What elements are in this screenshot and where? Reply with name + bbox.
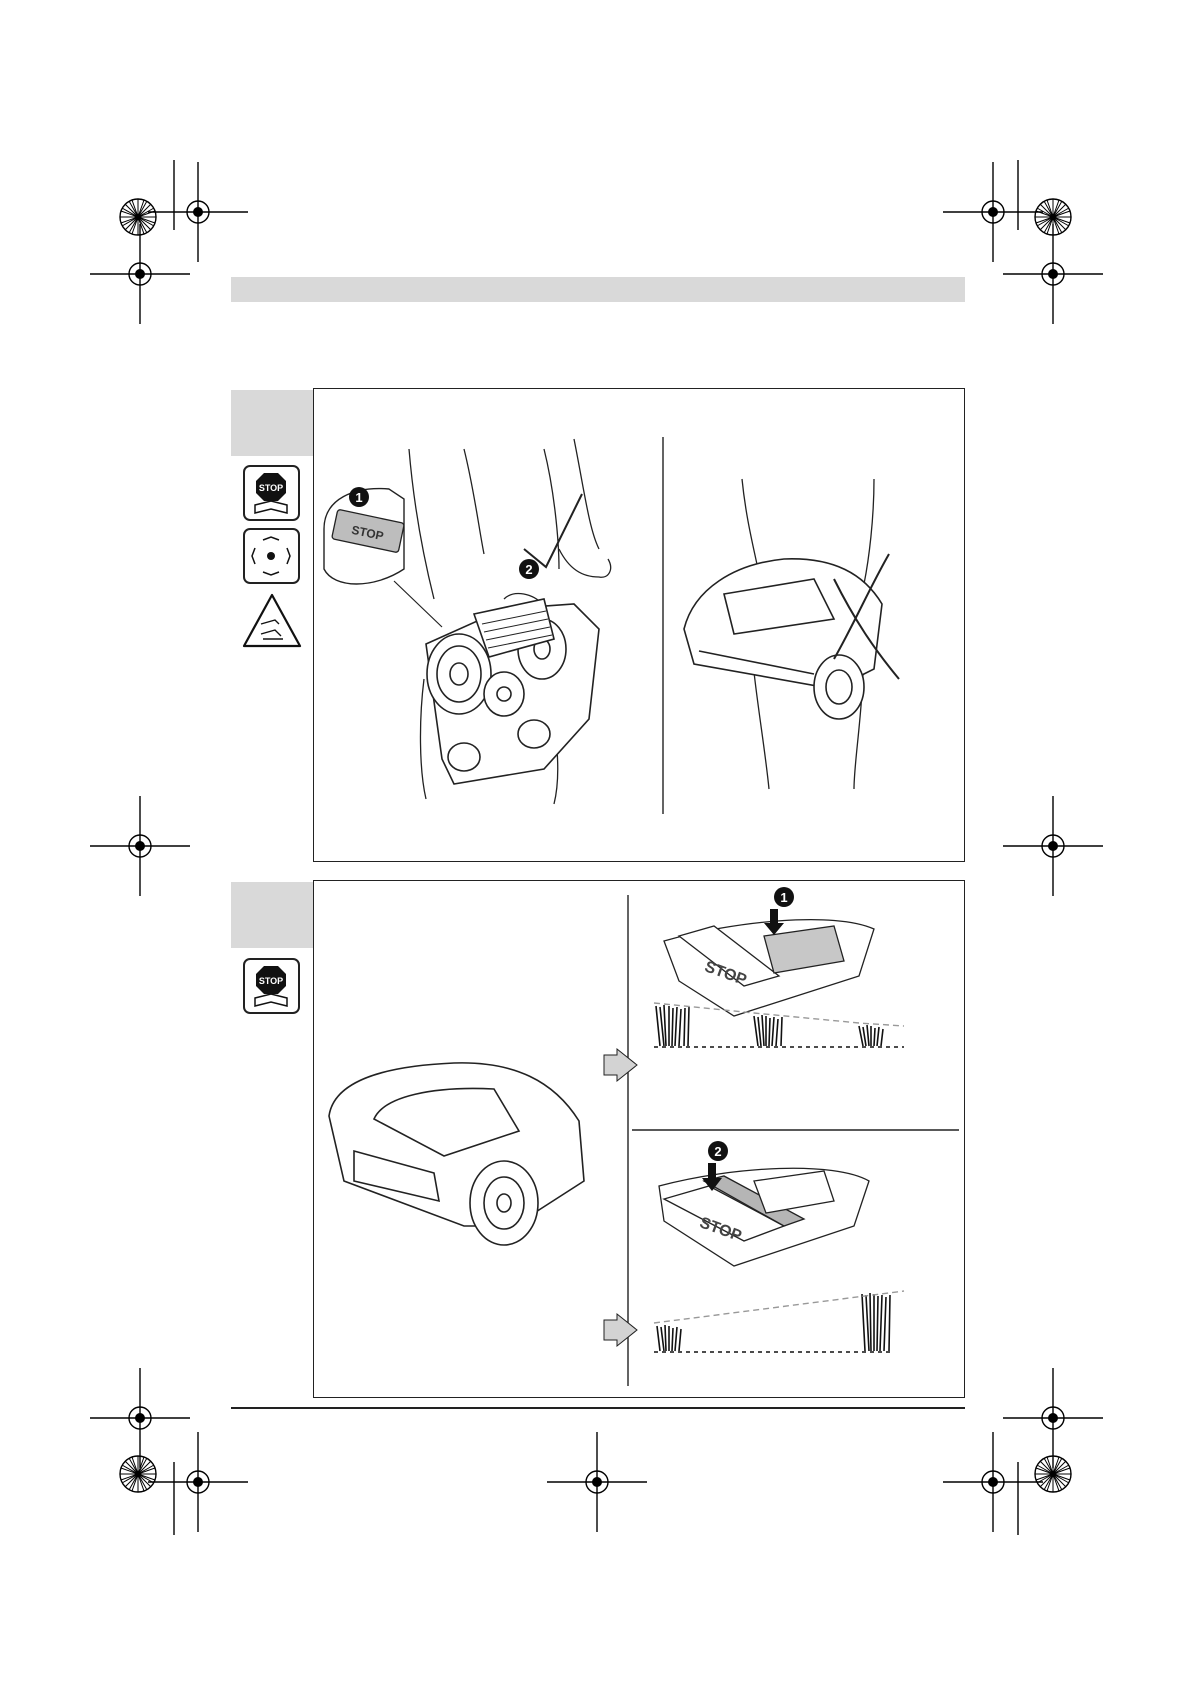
- svg-text:2: 2: [525, 562, 532, 577]
- mower-top-view: [329, 1063, 584, 1245]
- section-tab-a: [231, 390, 313, 456]
- stop-read-manual-icon: STOP: [243, 465, 300, 521]
- hand-hazard-warning-icon: [241, 592, 303, 650]
- grass-decreasing: [654, 1003, 904, 1047]
- rotating-blades-icon: [243, 528, 300, 584]
- illustration-panel-a: STOP 1 2: [313, 388, 965, 862]
- callout-1-a: 1: [349, 487, 369, 507]
- svg-text:1: 1: [355, 490, 362, 505]
- callout-1-b: 1: [774, 887, 794, 907]
- arrow-right-2: [604, 1314, 637, 1346]
- callout-2-a: 2: [519, 559, 539, 579]
- grass-increasing: [654, 1291, 904, 1352]
- footer-rule: [231, 1407, 965, 1409]
- illustration-panel-b: STOP 1 STOP 2: [313, 880, 965, 1398]
- arrow-right-1: [604, 1049, 637, 1081]
- stop-read-manual-icon-b: STOP: [243, 958, 300, 1014]
- callout-2-b: 2: [708, 1141, 728, 1161]
- stop-sign-text-b: STOP: [259, 976, 283, 986]
- check-mark: [524, 494, 582, 567]
- mower-underside: [426, 599, 599, 784]
- stop-sign-text: STOP: [259, 483, 283, 493]
- svg-text:2: 2: [714, 1144, 721, 1159]
- header-bar: [231, 277, 965, 302]
- section-tab-b: [231, 882, 313, 948]
- cutting-height-illustration: STOP 1 STOP 2: [314, 881, 964, 1397]
- mower-wrong-carry: [684, 559, 882, 719]
- carrying-illustration: STOP 1 2: [314, 389, 964, 861]
- svg-text:1: 1: [780, 890, 787, 905]
